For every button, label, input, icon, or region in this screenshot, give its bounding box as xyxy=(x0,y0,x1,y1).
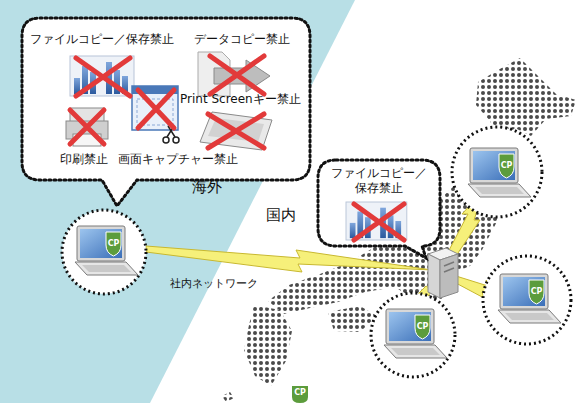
logo-text: CP xyxy=(501,162,513,170)
callout-bubble: ファイルコピー／保存禁止 データコピー禁止 Print Screenキー禁止印刷禁止… xyxy=(22,18,310,180)
logo-text: CP xyxy=(108,240,120,248)
rule-text: Print Screenキー禁止 xyxy=(180,92,301,107)
region-label: 海外 xyxy=(192,180,222,195)
rule-text: 印刷禁止 xyxy=(60,152,108,167)
callout-border xyxy=(22,18,310,206)
callout-border xyxy=(318,160,440,258)
logo-shield xyxy=(292,386,308,403)
rule-text: ファイルコピー／ 保存禁止 xyxy=(329,166,429,196)
callout-bubble: ファイルコピー／ 保存禁止 xyxy=(318,160,440,246)
rule-text: データコピー禁止 xyxy=(194,32,290,47)
logo-text: CP xyxy=(531,288,543,296)
rule-text: ファイルコピー／保存禁止 xyxy=(30,32,174,47)
region-label: 国内 xyxy=(266,208,296,223)
logo-text: CP xyxy=(294,389,306,397)
logo-text: CP xyxy=(417,323,429,331)
rule-text: 画面キャプチャー禁止 xyxy=(118,152,238,167)
network-label: 社内ネットワーク xyxy=(170,278,258,289)
